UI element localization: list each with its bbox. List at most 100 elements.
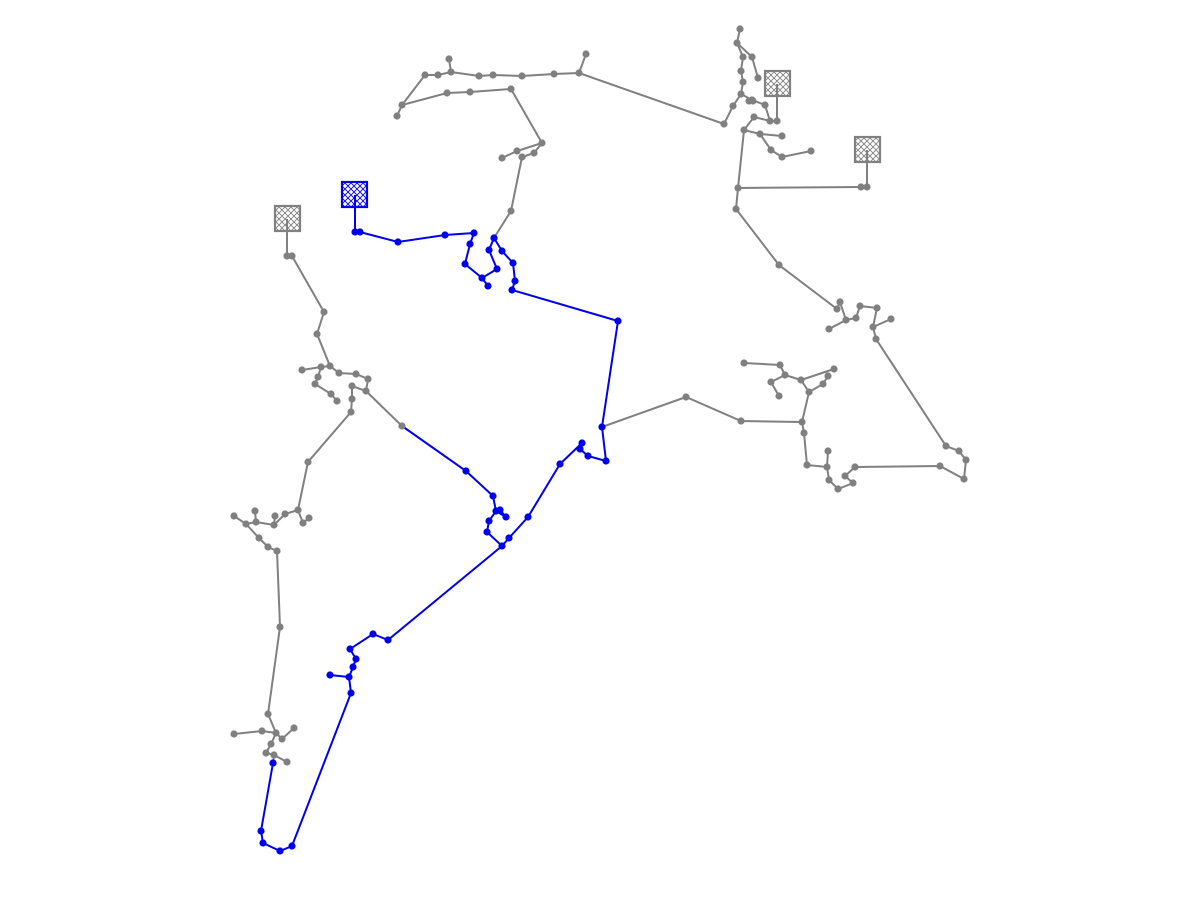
network-node [737, 67, 745, 75]
highlighted-feeder-nodes [257, 228, 622, 855]
feeder-node [484, 282, 492, 290]
network-node [778, 132, 786, 140]
network-node [290, 724, 298, 732]
network-node [775, 261, 783, 269]
network-node [857, 183, 865, 191]
network-node [740, 126, 748, 134]
feeder-node [498, 542, 506, 550]
network-node [283, 758, 291, 766]
network-node [825, 325, 833, 333]
network-node [582, 50, 590, 58]
network-node [271, 512, 279, 520]
network-node [756, 130, 764, 138]
network-node [869, 323, 877, 331]
network-node [264, 543, 272, 551]
network-node [447, 68, 455, 76]
network-node [393, 112, 401, 120]
network-node [288, 252, 296, 260]
network-node [364, 375, 372, 383]
network-node [873, 304, 881, 312]
feeder-node [259, 839, 267, 847]
network-node [538, 139, 546, 147]
grey-line [286, 219, 331, 367]
network-node [314, 373, 322, 381]
feeder-node [461, 260, 469, 268]
feeder-node [493, 265, 501, 273]
network-node [852, 314, 860, 322]
feeder-node [478, 274, 486, 282]
network-node [824, 447, 832, 455]
network-node [362, 387, 370, 395]
network-node [807, 147, 815, 155]
feeder-node [598, 423, 606, 431]
network-node [311, 380, 319, 388]
network-node [489, 71, 497, 79]
network-node [294, 506, 302, 514]
network-node [936, 462, 944, 470]
feeder-node [394, 238, 402, 246]
network-node [264, 710, 272, 718]
grey-line [854, 326, 968, 481]
network-node [320, 308, 328, 316]
network-node [575, 69, 583, 77]
feeder-node [369, 630, 377, 638]
feeder-node [352, 655, 360, 663]
network-node [258, 727, 266, 735]
network-node [781, 371, 789, 379]
feeder-node [269, 759, 277, 767]
network-node [445, 55, 453, 63]
network-node [776, 361, 784, 369]
network-node [335, 369, 343, 377]
network-node [749, 97, 757, 105]
feeder-line [401, 425, 607, 548]
network-node [732, 205, 740, 213]
network-node [856, 302, 864, 310]
network-node [255, 534, 263, 542]
network-node [849, 479, 857, 487]
network-node [498, 154, 506, 162]
grey-line [301, 365, 331, 371]
network-node [298, 366, 306, 374]
grey-line [800, 375, 829, 468]
grey-line [272, 509, 299, 528]
highlighted-feeder-lines [259, 195, 620, 853]
network-node [830, 365, 838, 373]
grey-line [828, 299, 848, 330]
hatched-square-substation-icon [763, 69, 792, 98]
feeder-node [276, 847, 284, 855]
network-node [798, 418, 806, 426]
feeder-node [576, 445, 584, 453]
network-node [836, 298, 844, 306]
feeder-node [602, 457, 610, 465]
network-node [475, 72, 483, 80]
network-node [841, 472, 849, 480]
network-node [729, 102, 737, 110]
network-node [398, 101, 406, 109]
network-node [748, 53, 756, 61]
hatched-square-substation-icon [273, 204, 302, 233]
network-node [834, 485, 842, 493]
network-node [305, 514, 313, 522]
network-node [230, 730, 238, 738]
network-node [962, 456, 970, 464]
network-node [348, 395, 356, 403]
network-node [299, 519, 307, 527]
feeder-node [502, 513, 510, 521]
network-node [242, 520, 250, 528]
grey-line [401, 87, 544, 239]
feeder-node [384, 636, 392, 644]
feeder-node [490, 234, 498, 242]
network-node [823, 463, 831, 471]
feeder-node [556, 460, 564, 468]
network-node [942, 442, 950, 450]
hatched-square-substation-icon [340, 180, 369, 209]
network-node [803, 461, 811, 469]
feeder-node [349, 663, 357, 671]
feeder-node [524, 513, 532, 521]
network-node [434, 71, 442, 79]
feeder-node [584, 452, 592, 460]
network-node [230, 512, 238, 520]
network-node [267, 740, 275, 748]
feeder-node [470, 229, 478, 237]
